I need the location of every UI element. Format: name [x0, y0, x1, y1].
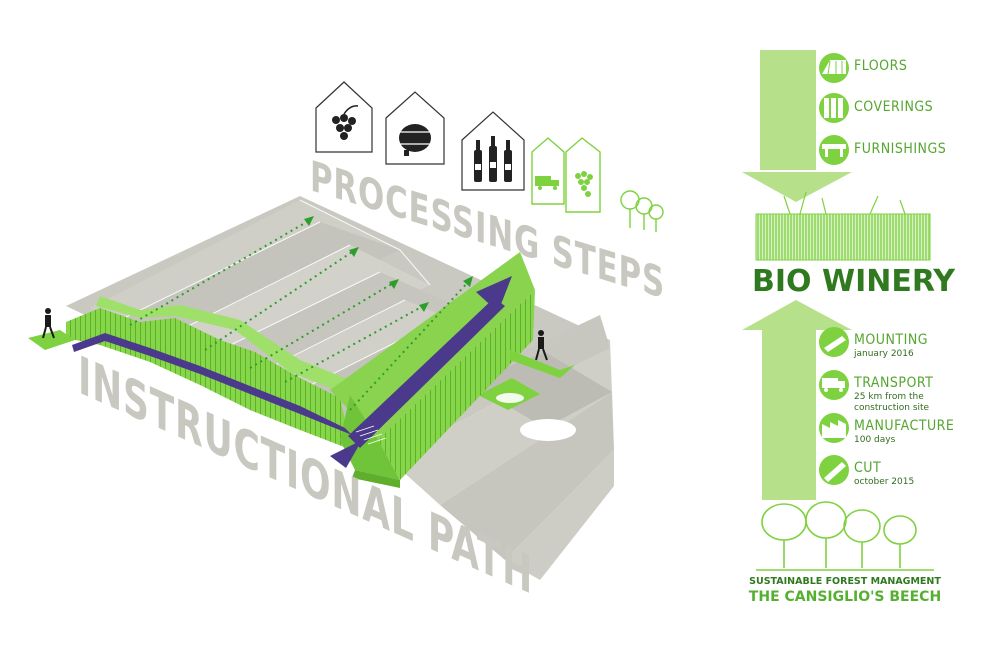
- sidebar-item-floors: FLOORS: [854, 58, 908, 74]
- mounting-date: january 2016: [854, 349, 914, 359]
- forest-icon: [756, 501, 934, 571]
- sidebar-item-furnishings: FURNISHINGS: [854, 141, 947, 157]
- sidebar-item-manufacture: MANUFACTURE: [854, 418, 955, 434]
- wine-bottles-icon: [461, 111, 525, 191]
- dotted-arrow-heads: [304, 216, 473, 312]
- saw-icon: [819, 455, 849, 485]
- top-arrow-head: [742, 172, 852, 202]
- mounting-tool-icon: [819, 327, 849, 357]
- exit-arrow-right: [510, 350, 575, 378]
- transport-distance-line2: construction site: [854, 403, 930, 413]
- cansiglio-beech-label: THE CANSIGLIO'S BEECH: [748, 589, 942, 605]
- site-round-patio: [520, 419, 576, 441]
- forest-management-label: SUSTAINABLE FOREST MANAGMENT: [749, 576, 941, 587]
- sidebar-graphics: [742, 50, 934, 571]
- sidebar-item-cut: CUT: [854, 460, 882, 476]
- bio-winery-title: BIO WINERY: [752, 264, 956, 299]
- entrance-arrow-left: [28, 330, 75, 350]
- path-arrow-head: [476, 276, 512, 312]
- sidebar-item-mounting: MOUNTING: [854, 332, 929, 348]
- bottom-arrow-head: [742, 300, 852, 330]
- visitor-figure-right: [535, 330, 548, 361]
- visitor-figure-left: [42, 308, 55, 339]
- purple-instructional-path: [72, 276, 512, 468]
- sidebar-item-coverings: COVERINGS: [854, 99, 934, 115]
- manufacture-duration: 100 days: [854, 435, 896, 445]
- factory-icon: [819, 413, 849, 443]
- barrel-icon: [385, 91, 445, 165]
- dotted-flow-arrows: [129, 219, 471, 411]
- grapes-icon: [315, 81, 373, 153]
- sidebar-item-transport: TRANSPORT: [854, 375, 934, 391]
- cut-date: october 2015: [854, 477, 915, 487]
- delivery-truck-icon: [531, 137, 565, 205]
- bottom-arrow-shaft: [762, 330, 816, 500]
- grape-vine-icon: [565, 137, 601, 213]
- truck-icon: [819, 370, 849, 400]
- winery-facade-icon: [755, 191, 931, 261]
- top-arrow-shaft: [760, 50, 816, 170]
- transport-distance-line1: 25 km from the: [854, 392, 924, 402]
- furniture-icon: [819, 135, 849, 165]
- wall-panels-icon: [819, 93, 849, 123]
- process-icon-row: [315, 81, 664, 232]
- floor-planks-icon: [819, 53, 849, 83]
- trees-outline-icon: [620, 190, 664, 232]
